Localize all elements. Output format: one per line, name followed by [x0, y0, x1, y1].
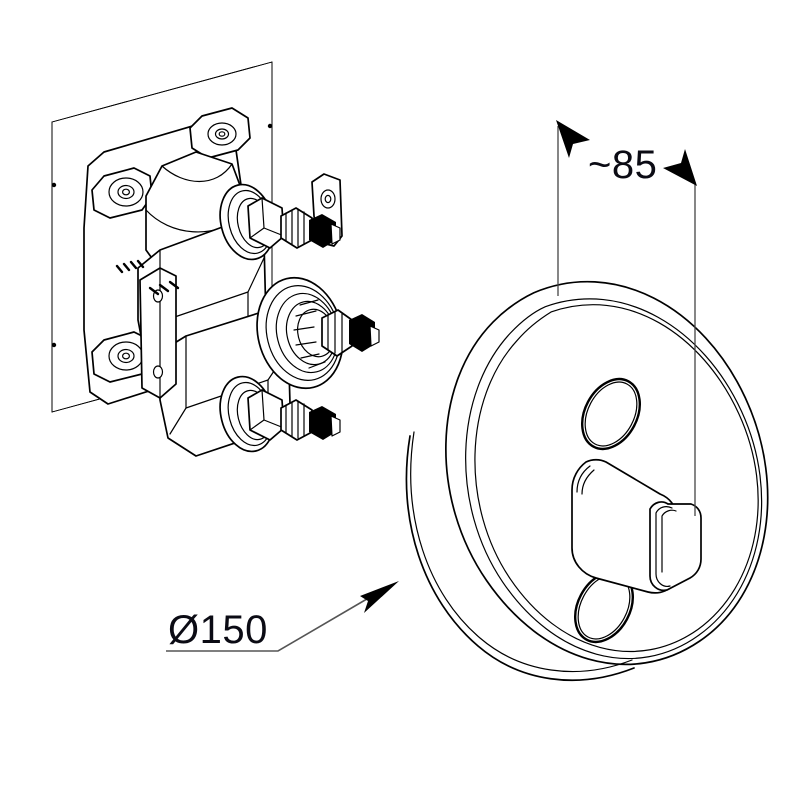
leader-arrow-diameter: [360, 581, 399, 613]
escutcheon-assembly: [405, 280, 769, 682]
dimension-arrow-left: [556, 120, 590, 158]
upper-cartridge: [219, 183, 341, 261]
dimension-arrow-right: [663, 149, 697, 186]
center-cartridge: [256, 276, 380, 390]
button-top[interactable]: [571, 369, 652, 459]
dimension-diameter: Ø150: [166, 581, 399, 652]
cartridge-splines: [293, 299, 326, 369]
button-bottom[interactable]: [564, 562, 645, 652]
dimension-label-depth: ~85: [588, 143, 657, 187]
body-knurl-detail: [115, 259, 180, 296]
mounting-boss-upper-right: [189, 107, 251, 159]
leader-line-diameter: [166, 595, 373, 652]
dimension-projection-depth: ~85: [556, 120, 697, 516]
mounting-boss-upper-left: [91, 167, 153, 219]
dimension-label-diameter: Ø150: [168, 608, 268, 652]
valve-body-assembly: [51, 61, 380, 457]
lower-cartridge: [219, 375, 341, 453]
control-knob[interactable]: [571, 458, 702, 594]
valve-body-center-rib: [139, 267, 177, 399]
